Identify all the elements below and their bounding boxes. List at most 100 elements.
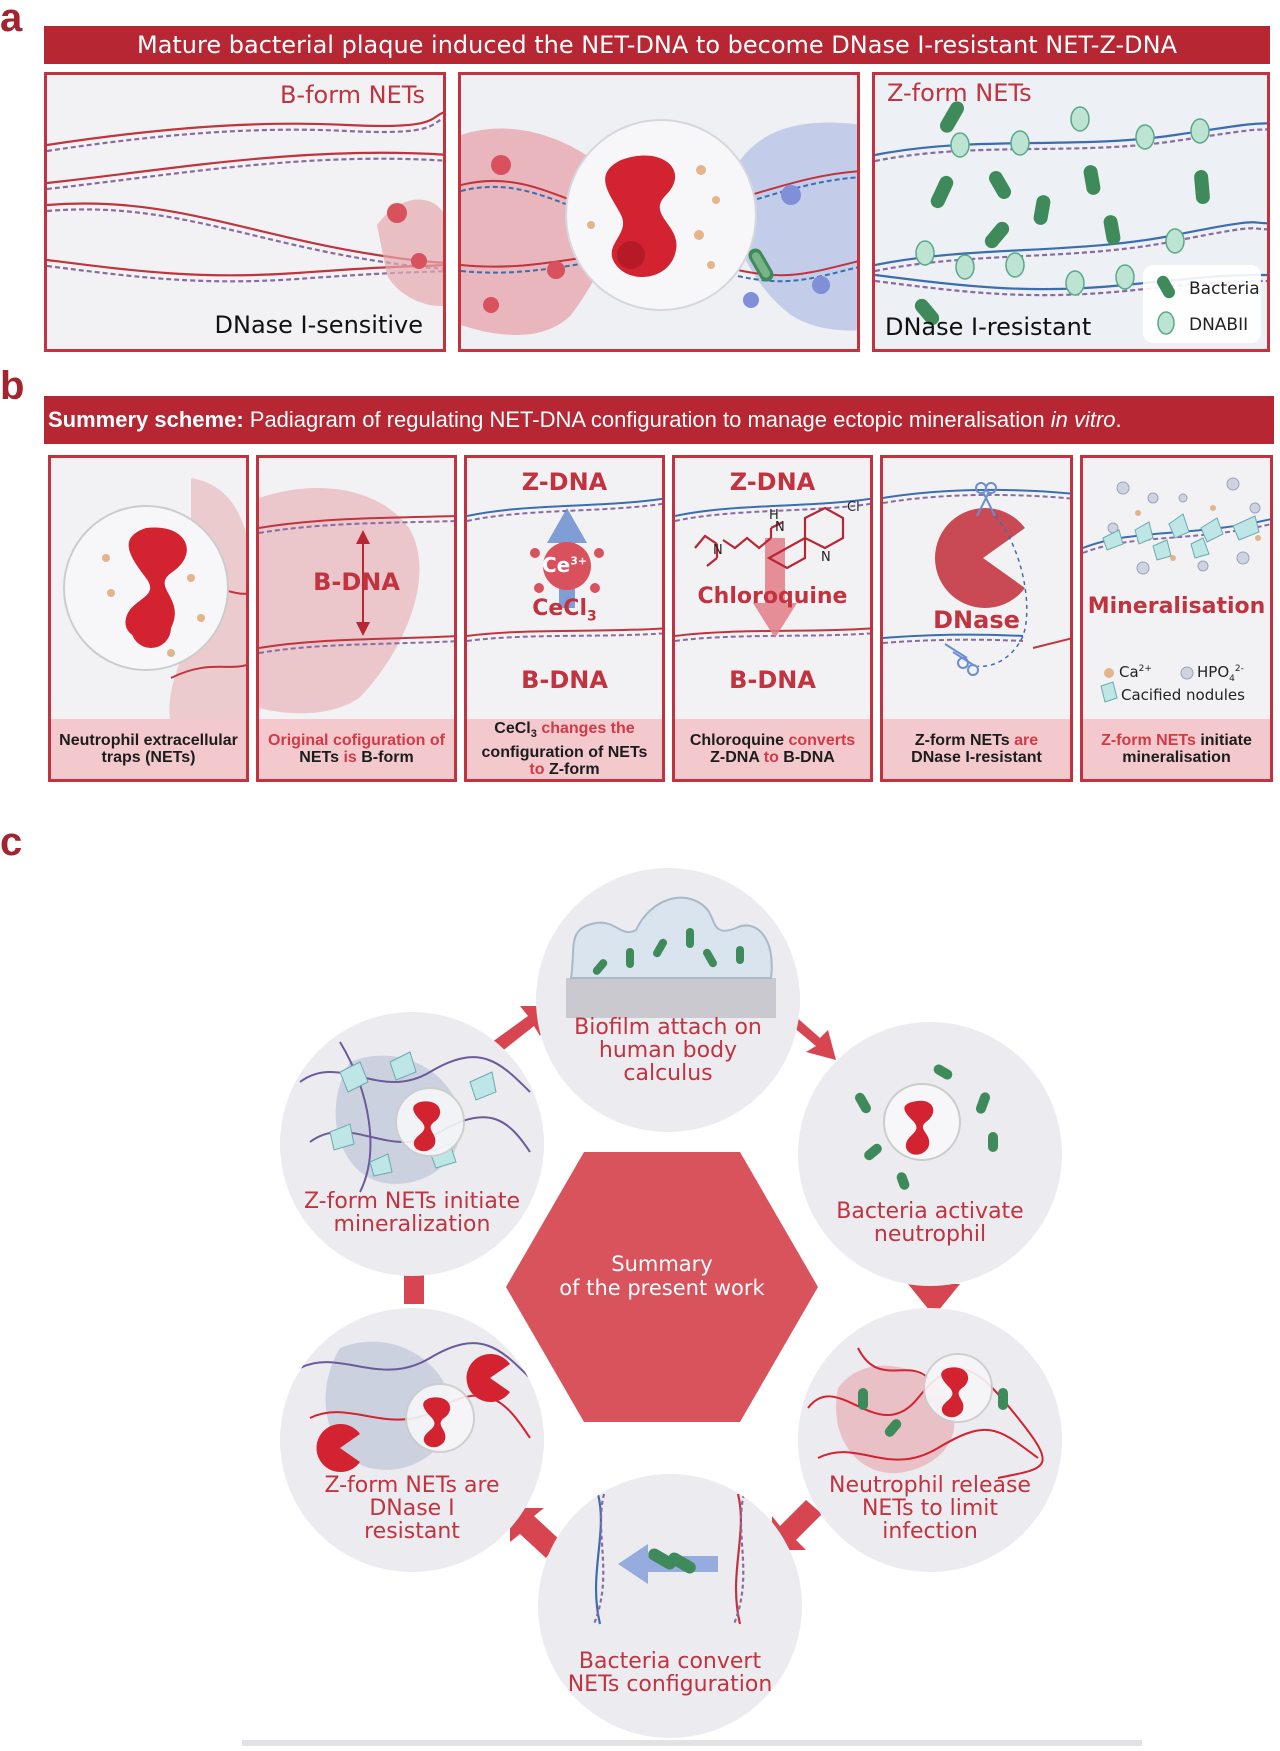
release-illustration bbox=[807, 1347, 1044, 1479]
ce-ion-label: Ce3+ bbox=[467, 553, 662, 577]
atom-cl: Cl bbox=[847, 500, 860, 515]
banner-end: . bbox=[1115, 407, 1122, 432]
biofilm-line-2: human body bbox=[598, 1038, 738, 1063]
nodule-legend-icon bbox=[1100, 681, 1118, 703]
leg-hpo-sub: 4 bbox=[1229, 674, 1235, 684]
bottom-divider bbox=[242, 1740, 1142, 1746]
legend-hpo4: HPO42- bbox=[1197, 663, 1244, 684]
b-form-nets-title: B-form NETs bbox=[279, 81, 425, 109]
section-b-banner: Summery scheme: Padiagram of regulating … bbox=[44, 396, 1274, 444]
ce-ion-sup: 3+ bbox=[570, 554, 588, 568]
panel-label-a: a bbox=[0, 0, 23, 40]
b-form-nets-panel: B-form NETs DNase I-sensitive bbox=[44, 72, 446, 352]
panel-label-b: b bbox=[0, 364, 25, 408]
atom-h: H bbox=[769, 508, 779, 523]
chloroquine-icon bbox=[675, 497, 870, 642]
summary-line-1: Summary bbox=[611, 1252, 713, 1276]
dnase-label: DNase bbox=[933, 606, 1020, 634]
z-dna-strands bbox=[875, 101, 1267, 343]
release-line-1: Neutrophil release bbox=[829, 1473, 1031, 1498]
biofilm-line-3: calculus bbox=[623, 1061, 713, 1086]
initiate-illustration bbox=[299, 1041, 531, 1193]
leg-ca-text: Ca bbox=[1119, 663, 1139, 681]
cecl3-label: CeCl3 bbox=[467, 596, 662, 624]
biofilm-illustration bbox=[566, 896, 776, 1018]
leg-hpo-sup: 2- bbox=[1234, 664, 1244, 674]
cap5b: are bbox=[1009, 732, 1039, 749]
neutrophil-illustration bbox=[461, 119, 857, 335]
leg-hpo-text: HPO bbox=[1197, 663, 1230, 681]
pacman-1 bbox=[466, 1354, 510, 1402]
cap2d: B-form bbox=[361, 749, 414, 766]
summary-text: Summary of the present work bbox=[540, 1252, 784, 1300]
z-dna-label-3: Z-DNA bbox=[521, 468, 608, 496]
arrow-initiate-to-biofilm bbox=[488, 1006, 552, 1056]
node-resistant: Z-form NETs are DNase I resistant bbox=[280, 1308, 544, 1572]
convert-line-2: NETs configuration bbox=[567, 1672, 773, 1697]
cecl3-main: CeCl bbox=[532, 596, 587, 621]
bacteria-legend-icon bbox=[1157, 275, 1175, 299]
resistant-illustration bbox=[299, 1341, 531, 1472]
b-dna-label-3: B-DNA bbox=[521, 666, 608, 694]
cap3d: to bbox=[529, 760, 549, 778]
node-activate-label: Bacteria activate neutrophil bbox=[808, 1200, 1052, 1246]
leg-ca-sup: 2+ bbox=[1138, 664, 1152, 674]
cap4d: to bbox=[759, 749, 784, 766]
cap3e: Z-form bbox=[548, 760, 600, 778]
atom-n2: N bbox=[775, 520, 785, 535]
scheme-cell-mineralisation: Mineralisation Ca2+ HPO42- Cacified nodu… bbox=[1080, 455, 1273, 782]
dnase-sensitive-caption: DNase I-sensitive bbox=[214, 311, 423, 339]
resistant-line-3: resistant bbox=[364, 1519, 460, 1544]
cap2c: is bbox=[339, 749, 362, 766]
resistant-line-2: DNase I bbox=[369, 1496, 455, 1521]
pacman-enzyme bbox=[935, 508, 1025, 608]
dnase-icon bbox=[883, 482, 1070, 676]
node-activate: Bacteria activate neutrophil bbox=[798, 1022, 1062, 1286]
cap4c: Z-DNA bbox=[710, 749, 760, 766]
cap5a: Z-form NETs bbox=[914, 732, 1010, 749]
cap6c: mineralisation bbox=[1122, 749, 1231, 766]
banner-italic: in vitro bbox=[1050, 407, 1116, 432]
z-dna-label-4: Z-DNA bbox=[729, 468, 816, 496]
b-dna-label-4: B-DNA bbox=[729, 666, 816, 694]
summary-hexagon bbox=[506, 1152, 818, 1422]
node-convert-label: Bacteria convert NETs configuration bbox=[548, 1650, 792, 1696]
banner-bold-lead: Summery scheme: bbox=[48, 407, 244, 432]
release-line-2: NETs to limit bbox=[861, 1496, 999, 1521]
pacman-2 bbox=[316, 1424, 360, 1472]
atom-n1: N bbox=[713, 543, 723, 558]
convert-illustration bbox=[592, 1493, 746, 1625]
cap5c: DNase I-resistant bbox=[911, 749, 1042, 766]
section-a-banner: Mature bacterial plaque induced the NET-… bbox=[44, 26, 1270, 64]
scheme-cell-cecl3: Z-DNA Ce3+ CeCl3 B-DNA CeCl3 changes the… bbox=[464, 455, 665, 782]
cecl3-icon bbox=[467, 497, 662, 642]
summary-line-2: of the present work bbox=[559, 1276, 765, 1300]
activate-line-2: neutrophil bbox=[873, 1222, 987, 1247]
mineralisation-label: Mineralisation bbox=[1087, 594, 1266, 619]
panel-label-c: c bbox=[0, 820, 23, 864]
cap6a: Z-form NETs bbox=[1101, 732, 1196, 749]
activate-illustration bbox=[855, 1064, 998, 1190]
banner-text: Padiagram of regulating NET-DNA configur… bbox=[243, 407, 1051, 432]
node-resistant-label: Z-form NETs are DNase I resistant bbox=[290, 1474, 534, 1543]
biofilm-line-1: Biofilm attach on bbox=[574, 1015, 762, 1040]
node-biofilm-label: Biofilm attach on human body calculus bbox=[546, 1016, 790, 1085]
neutrophil-icon bbox=[63, 478, 246, 725]
cap4e: B-DNA bbox=[783, 749, 835, 766]
cap3c: configuration of NETs bbox=[481, 743, 648, 761]
node-convert: Bacteria convert NETs configuration bbox=[538, 1474, 802, 1738]
z-form-nets-title: Z-form NETs bbox=[887, 79, 1032, 107]
chloroquine-label: Chloroquine bbox=[697, 584, 848, 609]
z-form-nets-panel: Z-form NETs DNase I-resistant Bacteria D… bbox=[872, 72, 1270, 352]
ce-ion: Ce bbox=[541, 553, 571, 577]
dnabii-legend-icon bbox=[1157, 311, 1175, 335]
cap3a: CeCl bbox=[494, 720, 531, 738]
cap4a: Chloroquine bbox=[689, 732, 785, 749]
convert-line-1: Bacteria convert bbox=[578, 1649, 762, 1674]
b-dna-icon bbox=[259, 488, 454, 714]
